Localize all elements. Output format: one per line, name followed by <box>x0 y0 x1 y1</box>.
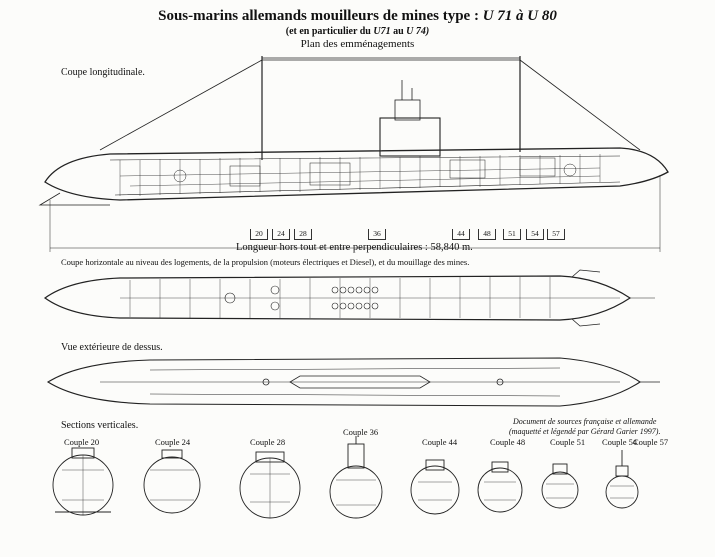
page-title: Sous-marins allemands mouilleurs de mine… <box>0 8 715 25</box>
length-label: Longueur hors tout et entre perpendicula… <box>236 242 473 253</box>
couple-label: Couple 24 <box>155 437 191 447</box>
antenna-rigging <box>99 56 641 160</box>
credit-line-2: (maquetté et légendé par Gérard Garier 1… <box>509 427 661 436</box>
section-label-vertical: Sections verticales. <box>61 420 139 431</box>
subtitle-u1: U71 <box>373 26 391 37</box>
subtitle-mid: au <box>393 26 404 37</box>
couple-label: Couple 57 <box>633 437 669 447</box>
frame-number: 51 <box>503 229 521 240</box>
frame-number: 48 <box>478 229 496 240</box>
frame-number: 20 <box>250 229 268 240</box>
credit-note: Document de sources française et alleman… <box>509 417 660 437</box>
subtitle: (et en particulier du U71 au U 74) <box>0 26 715 37</box>
section-label-longitudinal: Coupe longitudinale. <box>61 67 145 78</box>
frame-number: 24 <box>272 229 290 240</box>
vertical-sections <box>52 436 639 519</box>
title-main: Sous-marins allemands mouilleurs de mine… <box>158 8 479 24</box>
subtitle-u2: U 74) <box>406 26 430 37</box>
couple-label: Couple 48 <box>490 437 526 447</box>
horizontal-section-hull <box>43 269 655 327</box>
frame-number: 54 <box>526 229 544 240</box>
couple-label: Couple 54 <box>602 437 638 447</box>
longitudinal-hull <box>38 80 669 206</box>
title-types: U 71 à U 80 <box>482 8 557 24</box>
couple-label: Couple 44 <box>422 437 458 447</box>
frame-number: 28 <box>294 229 312 240</box>
frame-number: 36 <box>368 229 386 240</box>
credit-line-1: Document de sources française et alleman… <box>513 417 657 426</box>
frame-number: 57 <box>547 229 565 240</box>
section-label-horizontal: Coupe horizontale au niveau des logement… <box>61 257 470 267</box>
couple-label: Couple 36 <box>343 427 379 437</box>
couple-label: Couple 51 <box>550 437 586 447</box>
length-dimension <box>49 175 661 252</box>
plan-title: Plan des emménagements <box>300 38 415 50</box>
couple-label: Couple 20 <box>64 437 100 447</box>
couple-label: Couple 28 <box>250 437 286 447</box>
section-label-exterior: Vue extérieure de dessus. <box>61 342 163 353</box>
frame-number: 44 <box>452 229 470 240</box>
exterior-view-hull <box>46 357 660 407</box>
subtitle-prefix: (et en particulier du <box>285 26 371 37</box>
